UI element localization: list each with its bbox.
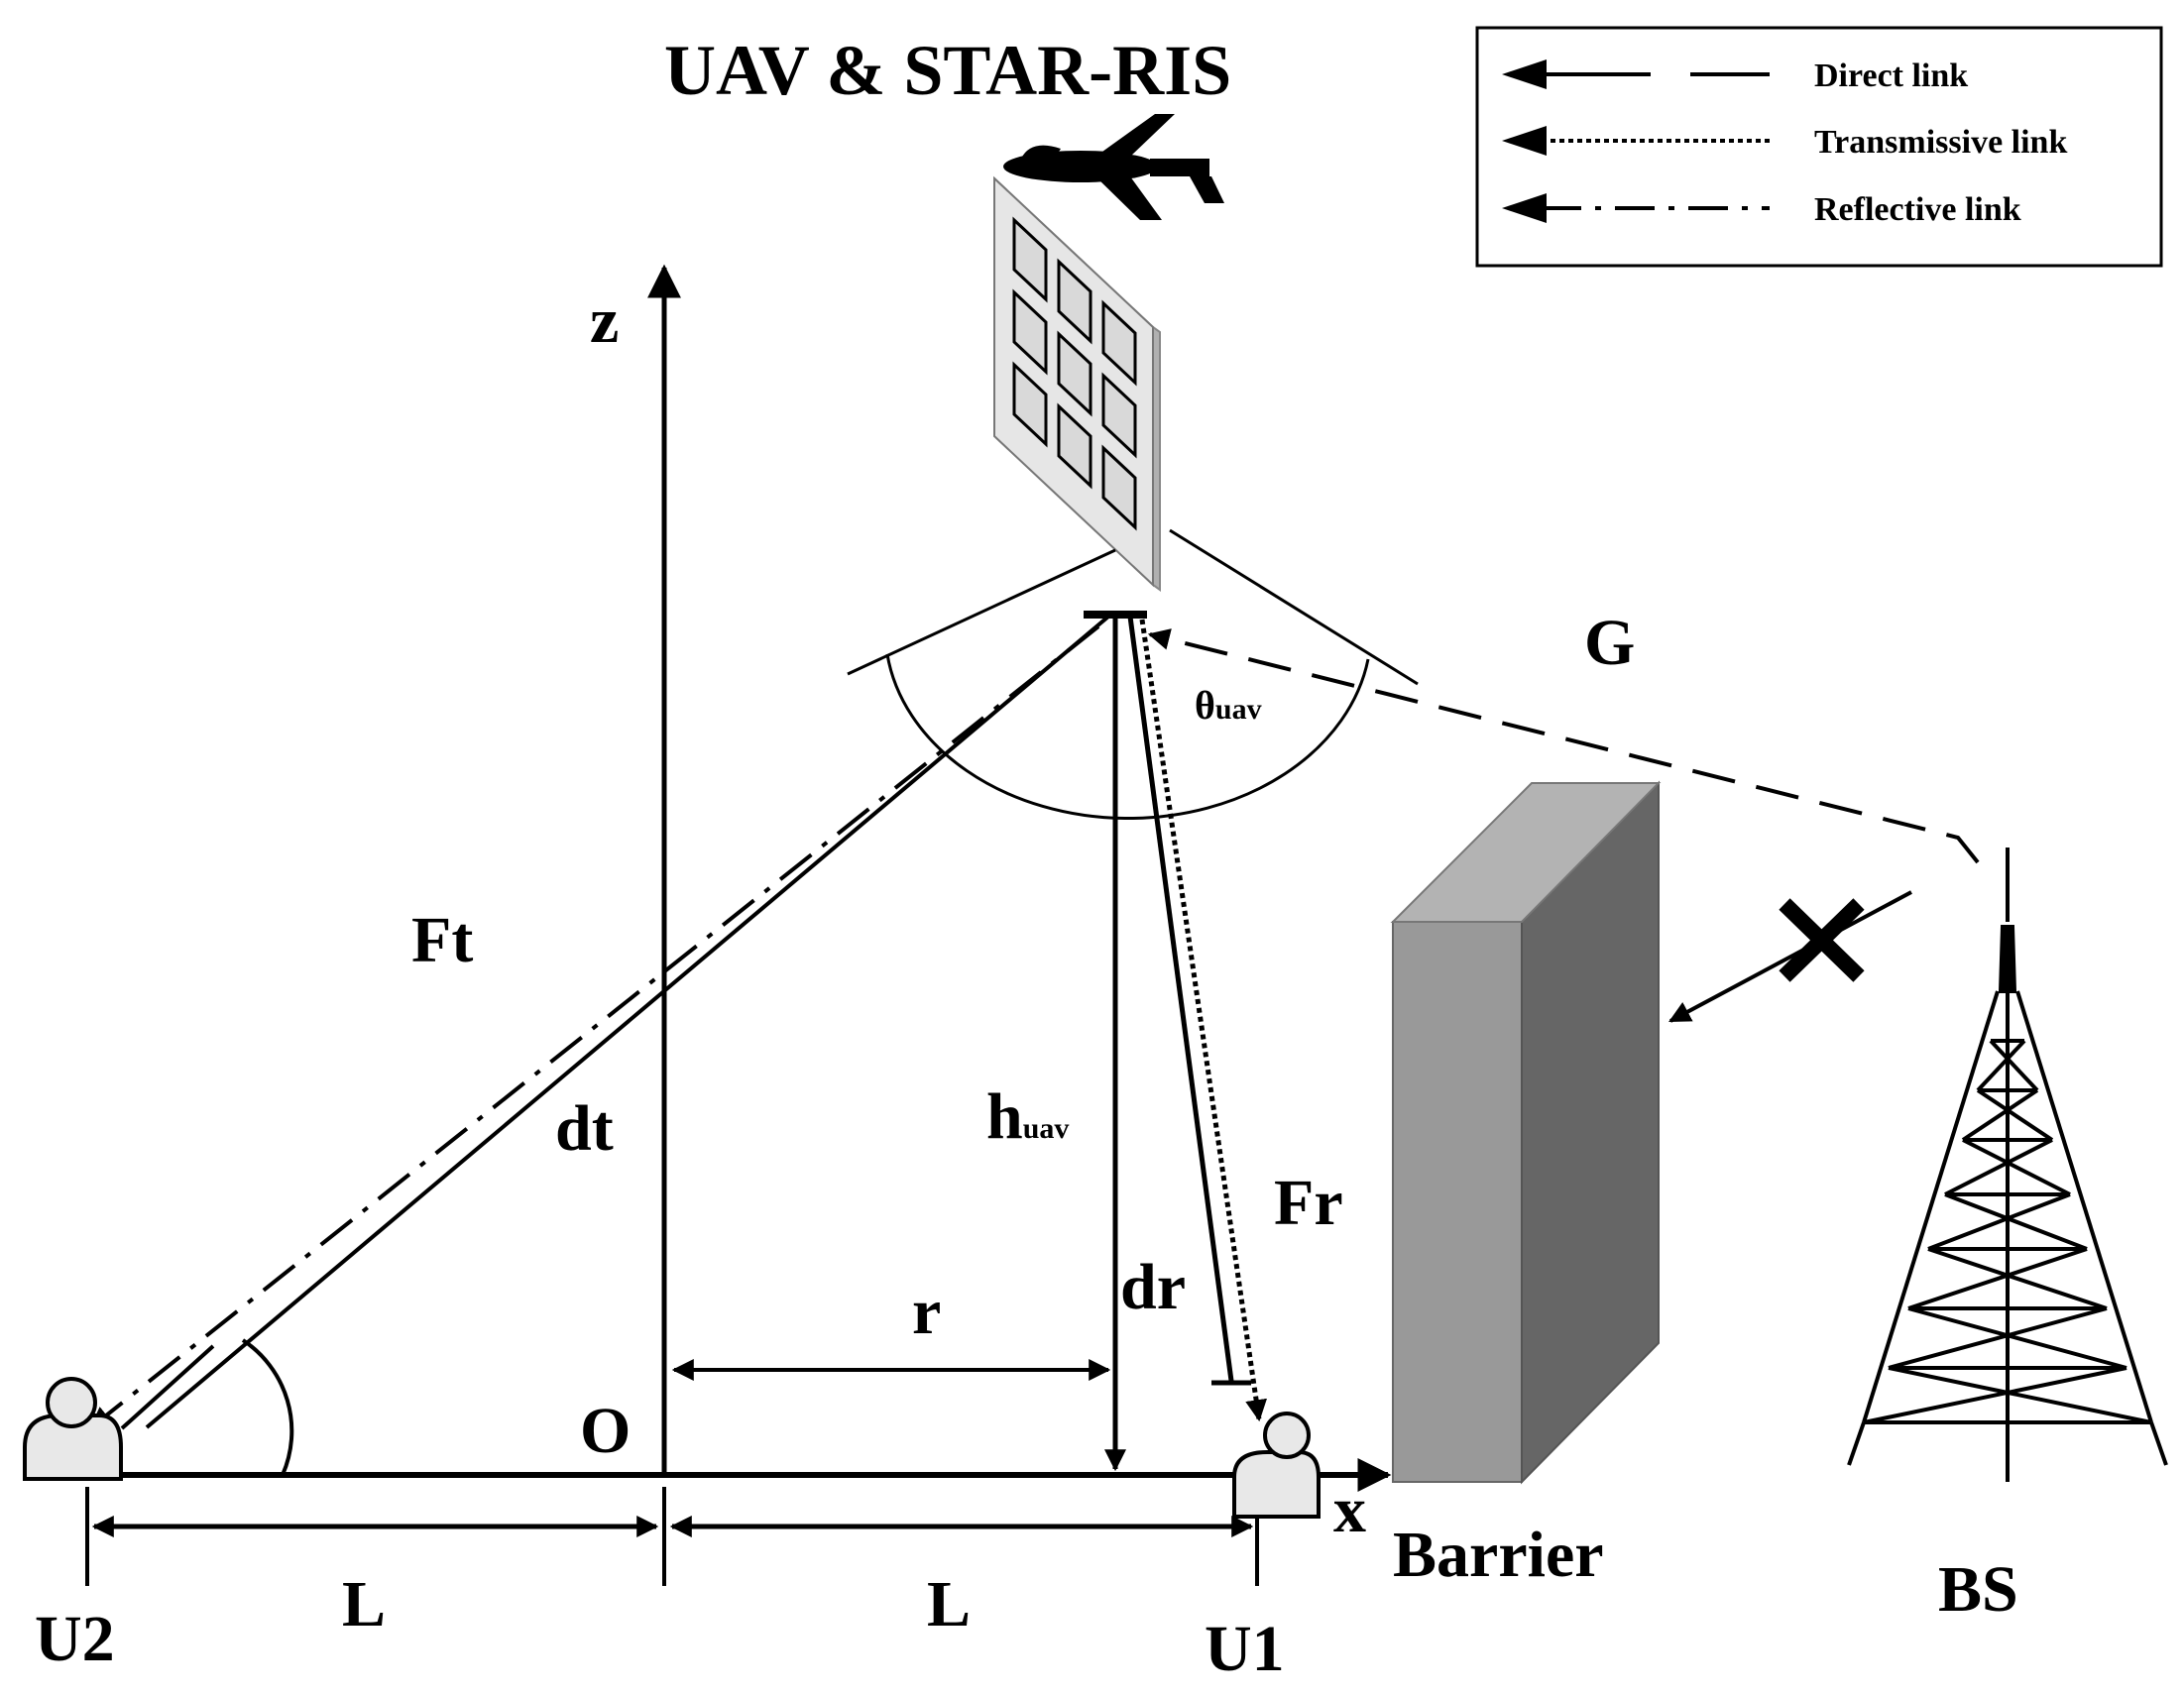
legend-reflective-arrowhead — [1502, 193, 1547, 223]
reflective-link-u2 — [89, 624, 1100, 1429]
label-r: r — [912, 1276, 941, 1348]
legend-box — [1475, 26, 2163, 268]
legend-direct-label: Direct link — [1814, 57, 1968, 94]
legend-transmissive-arrowhead — [1502, 126, 1547, 156]
legend: Direct link Transmissive link Reflective… — [1475, 26, 2163, 268]
label-theta-uav: θuav — [1195, 683, 1262, 728]
direct-link-u2 — [145, 615, 1110, 1429]
direct-link-u2-end-bar — [120, 1344, 215, 1430]
barrier-block — [1390, 780, 1662, 1485]
base-station-tower-icon — [1847, 848, 2168, 1482]
star-ris-icon — [993, 175, 1161, 592]
user-icon-u2 — [23, 1377, 123, 1507]
blocked-link — [1668, 890, 1912, 1023]
bs-to-ris-link — [1147, 628, 1980, 864]
transmissive-link-u1 — [1139, 619, 1268, 1422]
legend-direct-arrowhead — [1502, 59, 1547, 89]
label-bs: BS — [1938, 1553, 2018, 1626]
label-ft: Ft — [411, 904, 473, 976]
legend-item-reflective: Reflective link — [1502, 191, 2021, 228]
z-axis-label: z — [590, 284, 619, 357]
uav-icon — [1003, 114, 1224, 220]
label-u1: U1 — [1205, 1613, 1285, 1685]
blocked-x-icon — [1779, 898, 1865, 982]
label-u2: U2 — [35, 1603, 115, 1675]
legend-item-transmissive: Transmissive link — [1502, 124, 2067, 161]
origin-label: O — [580, 1395, 631, 1467]
label-g: G — [1584, 607, 1635, 679]
legend-transmissive-label: Transmissive link — [1814, 124, 2067, 161]
legend-item-direct: Direct link — [1502, 57, 1968, 94]
label-barrier: Barrier — [1393, 1519, 1604, 1591]
direct-link-u1 — [1127, 616, 1234, 1382]
label-l-left: L — [342, 1568, 386, 1640]
elevation-angle-arc — [241, 1338, 294, 1476]
diagram-title: UAV & STAR-RIS — [664, 31, 1231, 110]
x-axis-label: x — [1333, 1474, 1366, 1546]
label-dr: dr — [1120, 1251, 1186, 1323]
legend-reflective-label: Reflective link — [1814, 191, 2021, 228]
user-icon-u1 — [1232, 1412, 1321, 1519]
label-dt: dt — [555, 1092, 614, 1165]
coverage-sector — [847, 528, 1419, 821]
label-l-right: L — [927, 1568, 971, 1640]
label-h-uav: huav — [986, 1080, 1069, 1153]
label-fr: Fr — [1274, 1167, 1343, 1239]
